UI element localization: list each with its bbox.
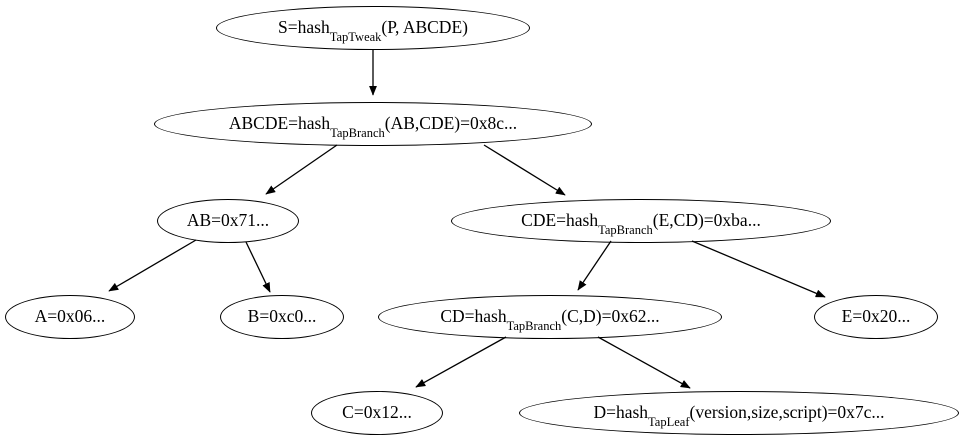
node-A[interactable]: A=0x06... — [5, 295, 135, 339]
edge-AB-A — [108, 239, 197, 292]
edge-CD-D — [597, 336, 691, 389]
node-CD-label: CD=hashTapBranch(C,D)=0x62... — [440, 305, 660, 333]
node-B[interactable]: B=0xc0... — [220, 295, 344, 339]
node-S-label: S=hashTapTweak(P, ABCDE) — [278, 16, 468, 44]
node-D-label: D=hashTapLeaf(version,size,script)=0x7c.… — [593, 401, 885, 429]
edge-ABCDE-CDE — [483, 144, 566, 196]
node-E-label: E=0x20... — [841, 305, 911, 326]
node-CD[interactable]: CD=hashTapBranch(C,D)=0x62... — [378, 295, 722, 339]
node-AB-label: AB=0x71... — [186, 209, 270, 230]
node-ABCDE-label: ABCDE=hashTapBranch(AB,CDE)=0x8c... — [228, 112, 518, 140]
edge-CDE-CD — [577, 240, 612, 291]
node-AB[interactable]: AB=0x71... — [157, 199, 299, 243]
node-E[interactable]: E=0x20... — [814, 295, 938, 339]
node-C[interactable]: C=0x12... — [311, 391, 443, 435]
edge-ABCDE-AB — [265, 144, 338, 195]
node-A-label: A=0x06... — [34, 305, 106, 326]
node-B-label: B=0xc0... — [247, 305, 317, 326]
node-ABCDE[interactable]: ABCDE=hashTapBranch(AB,CDE)=0x8c... — [154, 102, 592, 146]
node-D[interactable]: D=hashTapLeaf(version,size,script)=0x7c.… — [519, 391, 959, 435]
edge-CDE-E — [691, 240, 826, 298]
node-C-label: C=0x12... — [342, 401, 412, 422]
edge-CD-C — [415, 336, 507, 388]
node-CDE-label: CDE=hashTapBranch(E,CD)=0xba... — [521, 209, 761, 237]
edge-AB-B — [245, 241, 271, 293]
node-CDE[interactable]: CDE=hashTapBranch(E,CD)=0xba... — [451, 199, 831, 243]
node-S[interactable]: S=hashTapTweak(P, ABCDE) — [216, 6, 530, 50]
